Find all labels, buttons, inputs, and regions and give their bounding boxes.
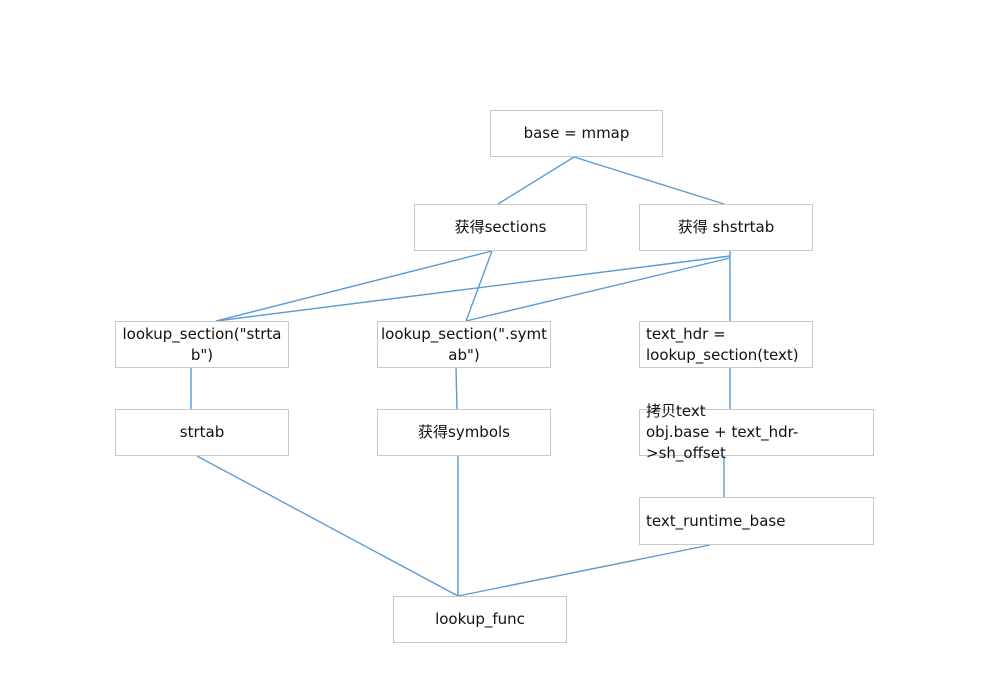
node-lookup-symtab: lookup_section(".symt ab")	[377, 321, 551, 368]
node-label: 获得sections	[454, 218, 547, 236]
edge-mmap-to-shstrtab	[573, 156, 725, 205]
edge-sections-to-lookup-symtab	[465, 250, 493, 322]
node-label: 获得symbols	[418, 423, 510, 441]
node-strtab: strtab	[115, 409, 289, 456]
node-text-hdr: text_hdr = lookup_section(text)	[639, 321, 813, 368]
node-text-runtime-base: text_runtime_base	[639, 497, 874, 545]
node-label: lookup_section("strta b")	[122, 324, 282, 364]
node-label: 拷贝text obj.base + text_hdr->sh_offset	[646, 402, 799, 462]
edge-strtab-to-lookup-func	[196, 455, 459, 597]
node-label: text_runtime_base	[646, 511, 786, 530]
edge-mmap-to-sections	[497, 156, 575, 205]
node-lookup-func: lookup_func	[393, 596, 567, 643]
node-label: 获得 shstrtab	[677, 218, 775, 236]
node-label: strtab	[179, 423, 225, 441]
edge-sections-to-lookup-strtab	[215, 250, 493, 322]
node-label: text_hdr = lookup_section(text)	[646, 324, 799, 364]
node-label: lookup_func	[435, 610, 525, 628]
node-get-symbols: 获得symbols	[377, 409, 551, 456]
edge-lookup-symtab-to-symbols	[455, 367, 458, 410]
node-get-shstrtab: 获得 shstrtab	[639, 204, 813, 251]
node-lookup-strtab: lookup_section("strta b")	[115, 321, 289, 368]
edge-shstrtab-to-lookup-symtab	[465, 257, 731, 322]
node-label: lookup_section(".symt ab")	[381, 324, 548, 364]
node-get-sections: 获得sections	[414, 204, 587, 251]
node-base-mmap: base = mmap	[490, 110, 663, 157]
node-copy-text: 拷贝text obj.base + text_hdr->sh_offset	[639, 402, 874, 462]
node-label: base = mmap	[523, 124, 630, 142]
edge-shstrtab-to-lookup-strtab	[215, 255, 731, 322]
edge-text-runtime-base-to-lookup-func	[457, 544, 711, 597]
